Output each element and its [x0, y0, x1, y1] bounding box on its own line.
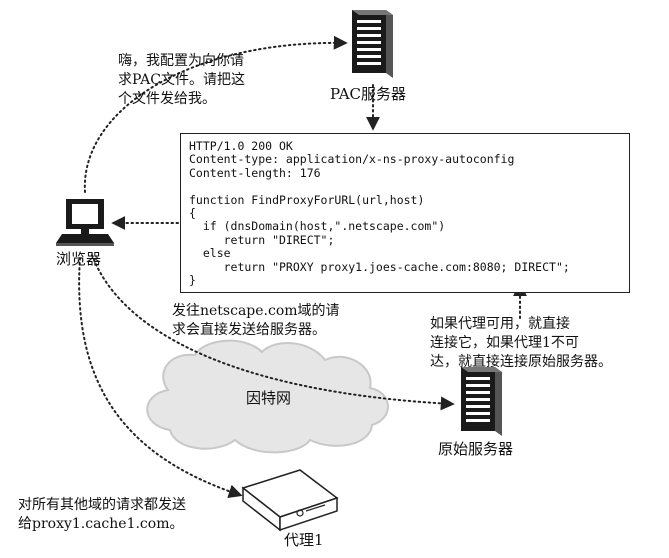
- pac-response-code: HTTP/1.0 200 OK Content-type: applicatio…: [189, 139, 621, 288]
- pac-response-line: {: [189, 206, 196, 221]
- browser-to-proxy-arrow: [78, 257, 243, 499]
- pac-response-line: Content-length: 176: [189, 165, 321, 180]
- pac-response-line: HTTP/1.0 200 OK: [189, 139, 293, 153]
- pac-response-line: else: [189, 246, 231, 261]
- pac-response-line: return "PROXY proxy1.joes-cache.com:8080…: [189, 259, 570, 274]
- browser-label: 浏览器: [56, 250, 102, 268]
- pac-server-icon: [352, 10, 393, 78]
- pac-server-label: PAC服务器: [330, 85, 407, 103]
- netscape-direct-note: 发往netscape.com域的请 求会直接发送给服务器。: [172, 303, 340, 338]
- cloud-icon: [146, 339, 389, 454]
- other-domains-note: 对所有其他域的请求都发送 给proxy1.cache1.com。: [18, 497, 186, 532]
- browser-request-note: 嗨，我配置为向你请 求PAC文件。请把这 个文件发给我。: [118, 53, 245, 107]
- request-pac-arrow: [83, 35, 348, 193]
- internet-label: 因特网: [246, 389, 292, 407]
- proxy-failover-note: 如果代理可用，就直接 连接它，如果代理1不可 达，就直接连接原始服务器。: [430, 316, 612, 370]
- pac-response-box: HTTP/1.0 200 OK Content-type: applicatio…: [180, 133, 630, 293]
- pac-response-line: function FindProxyForURL(url,host): [189, 192, 425, 207]
- pac-response-line: Content-type: application/x-ns-proxy-aut…: [189, 152, 515, 167]
- proxy-label: 代理1: [284, 531, 324, 549]
- origin-server-icon: [461, 367, 502, 436]
- pac-response-line: }: [189, 273, 196, 288]
- browser-computer-icon: [56, 199, 114, 246]
- origin-server-label: 原始服务器: [438, 440, 514, 458]
- pac-response-line: return "DIRECT";: [189, 232, 335, 247]
- pac-response-line: if (dnsDomain(host,".netscape.com"): [189, 219, 446, 234]
- proxy-box-icon: [241, 469, 339, 532]
- direct-to-origin-arrow: [91, 254, 455, 411]
